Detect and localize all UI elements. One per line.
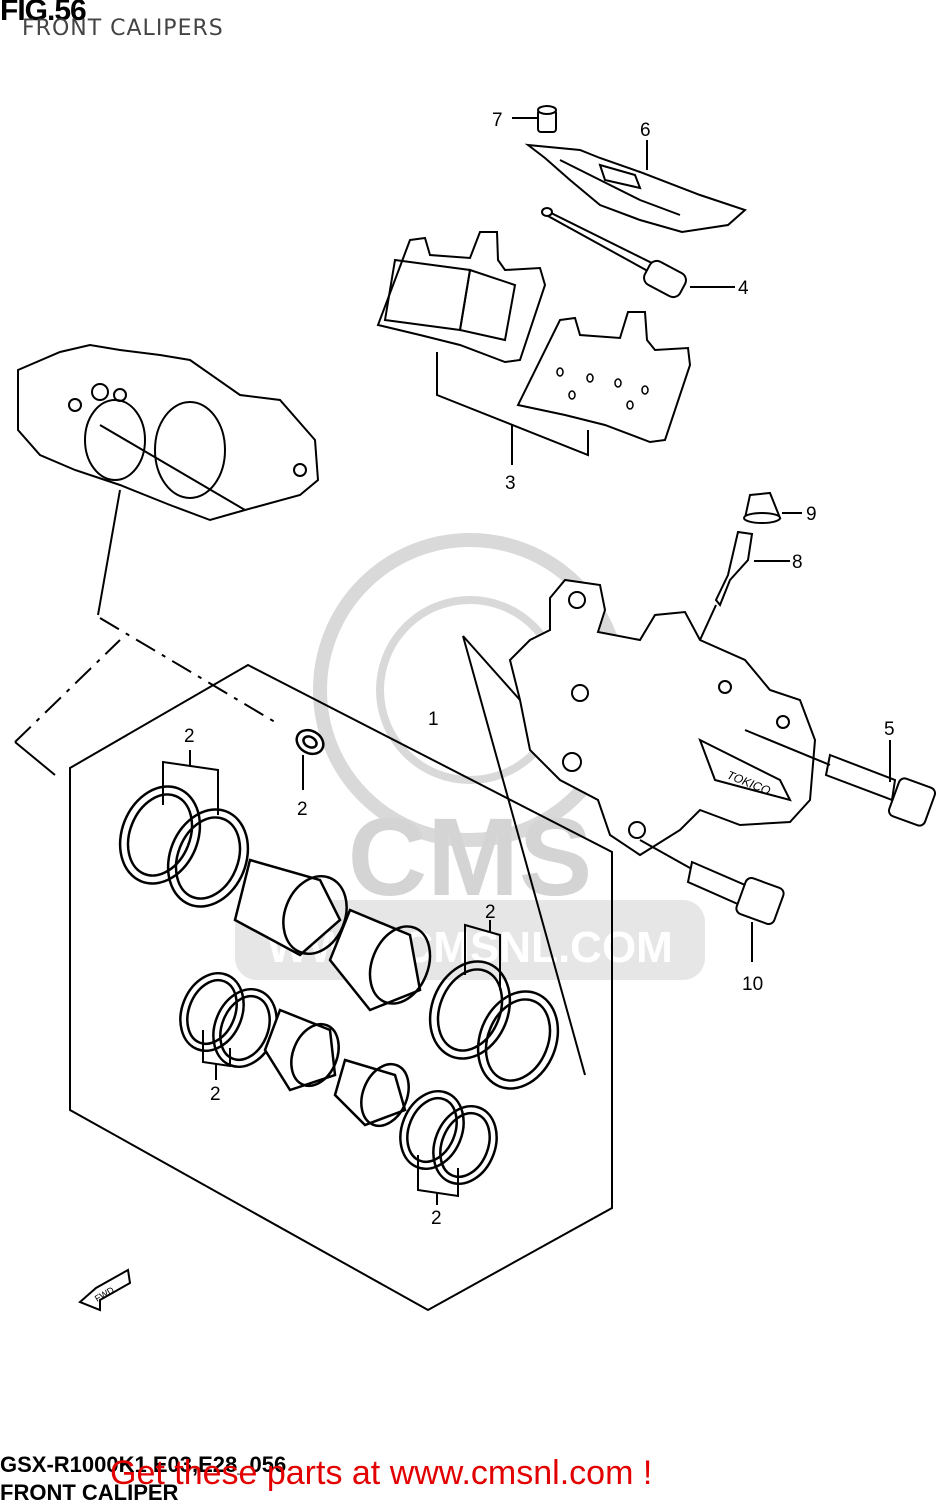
pistons xyxy=(233,858,432,1128)
callout-5: 5 xyxy=(884,719,895,740)
figure-subtitle: FRONT CALIPERS xyxy=(22,16,224,41)
caliper-half-right xyxy=(508,578,817,857)
callout-6: 6 xyxy=(640,120,651,141)
promo-link[interactable]: Get these parts at www.cmsnl.com ! xyxy=(110,1454,653,1492)
callout-3: 3 xyxy=(505,473,516,494)
callout-2: 2 xyxy=(210,1084,221,1105)
callout-8: 8 xyxy=(792,552,803,573)
callout-2: 2 xyxy=(485,902,496,923)
label-brackets xyxy=(162,750,501,1205)
part-7-bolt xyxy=(512,105,557,133)
callout-4: 4 xyxy=(738,278,749,299)
callout-2: 2 xyxy=(297,799,308,820)
parts-diagram: CMS WWW.CMSNL.COM xyxy=(14,105,937,1312)
assembly-lines xyxy=(14,617,281,743)
part-8-bleeder xyxy=(699,530,790,641)
figure-number: FIG.56 xyxy=(0,0,87,27)
part-3-pads xyxy=(376,231,692,465)
callout-1: 1 xyxy=(428,709,439,730)
part-6-spring xyxy=(524,140,747,234)
caliper-half-left xyxy=(17,343,320,616)
part-5-bolt xyxy=(744,729,937,827)
callout-7: 7 xyxy=(492,110,503,131)
seal-rings xyxy=(118,728,560,1186)
model-code: GSX-R1000K1 E03,E28_056 xyxy=(0,1452,287,1477)
callout-9: 9 xyxy=(806,504,817,525)
part-1-box xyxy=(14,635,613,1312)
callout-2: 2 xyxy=(184,726,195,747)
callout-2: 2 xyxy=(431,1208,442,1229)
part-10-bolt xyxy=(639,839,785,962)
fwd-arrow xyxy=(78,1268,132,1312)
part-9-cap xyxy=(743,491,802,524)
watermark-brand: CMS xyxy=(348,796,592,919)
callout-10: 10 xyxy=(742,974,763,995)
part-4-pin xyxy=(541,207,735,299)
